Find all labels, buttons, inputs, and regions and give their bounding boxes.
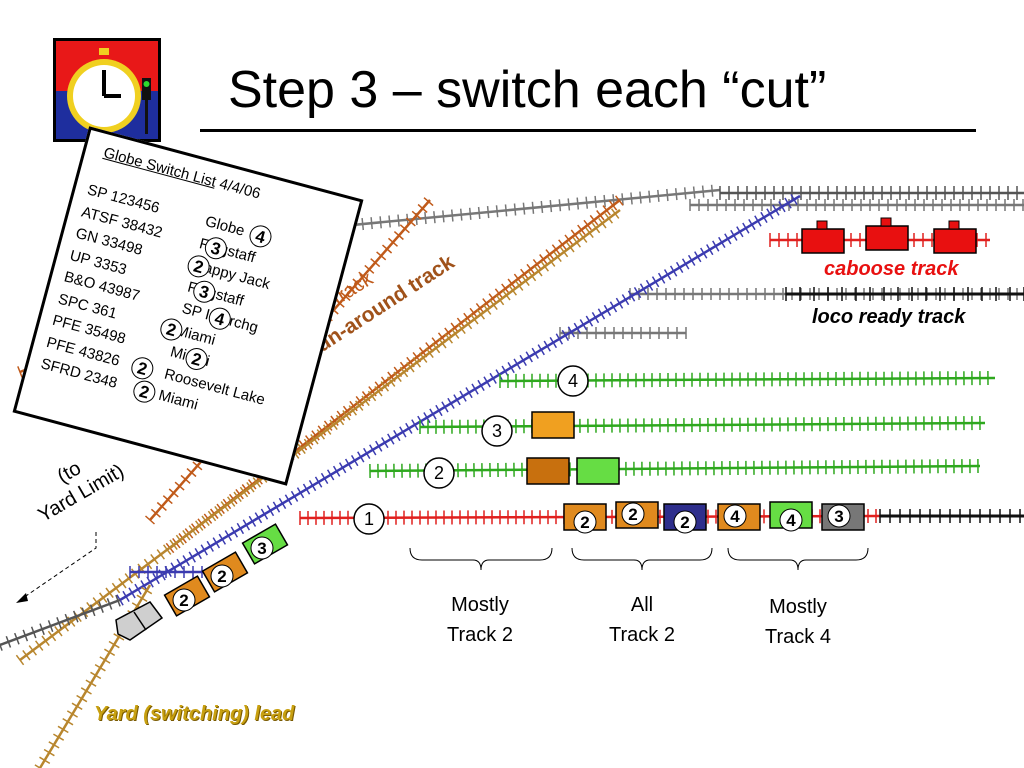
car-track-2-a [526,457,570,485]
track-1-car-mark: 2 [680,513,689,532]
track-number-label: 3 [492,421,502,441]
track-1-car-mark-circle [621,502,645,526]
lead-car-mark-circle [250,536,274,560]
track-1-car-mark-circle [779,508,803,532]
caboose-car [865,225,909,251]
track-number-label: 2 [434,463,444,483]
caboose-cupola [880,217,892,227]
lead-car-mark: 3 [257,539,266,558]
lead-car-mark-circle [210,564,234,588]
upper-gray-track [298,184,721,237]
yard-limit-arrow [19,532,97,601]
track-number-label: 4 [568,371,578,391]
grouping-brace [727,547,869,571]
track-1-car-mark: 4 [786,511,796,530]
track-1-car-mark: 2 [580,513,589,532]
track-1-car-mark-circle [573,510,597,534]
title-underline [200,129,976,132]
track-1-car-mark: 4 [730,507,740,526]
caboose-track-label: caboose track [824,258,959,280]
yard-limit-arrowhead [16,593,28,603]
lead-car-mark: 2 [179,591,188,610]
track-1-car-mark-circle [673,510,697,534]
car-track-3 [531,411,575,439]
grouping-label-1: Mostly Track 2 [430,590,530,650]
switch-list-track-mark: 2 [130,378,158,406]
loco-ready-track-label: loco ready track [812,306,966,328]
locomotive-icon [115,601,164,641]
lead-diagonal-track [15,208,621,666]
caboose-cupola [816,220,828,230]
grouping-brace [409,547,553,571]
grouping-label-3: Mostly Track 4 [748,592,848,652]
top-gray-track [719,186,1024,200]
grouping-1-line2: Track 2 [447,624,513,646]
second-gray-track [689,199,1024,211]
caboose-car [801,228,845,254]
switch-list-date: 4/4/06 [217,175,263,203]
grouping-3-line2: Track 4 [765,626,831,648]
locomotive-divider [133,611,147,631]
grouping-label-2: All Track 2 [592,590,692,650]
caboose-cupola [948,220,960,230]
caboose-car [933,228,977,254]
track-1-car-mark-circle [723,504,747,528]
car-track-2-b [576,457,620,485]
loco-ready-track [785,287,1024,301]
track-number-circle [353,503,385,535]
yard-limit-track [0,594,121,651]
track-1-car-mark-circle [827,504,851,528]
lead-car-mark-circle [172,588,196,612]
track-number-circle [481,415,513,447]
grouping-1-line1: Mostly [451,594,509,616]
track-1-car-mark: 2 [628,505,637,524]
grouping-3-line1: Mostly [769,596,827,618]
grouping-2-line2: Track 2 [609,624,675,646]
yard-lead-label: Yard (switching) lead [94,703,295,725]
track-number-circle [423,457,455,489]
track-2 [369,458,981,479]
page-title: Step 3 – switch each “cut” [228,61,827,119]
track-number-label: 1 [364,509,374,529]
stopwatch-logo-icon [53,38,161,142]
track-1-car-mark: 3 [834,507,843,526]
grouping-2-line1: All [630,594,654,616]
track-1-tail [879,509,1024,523]
grouping-brace [571,547,713,571]
lead-car-mark: 2 [217,567,226,586]
track-number-circle [557,365,589,397]
